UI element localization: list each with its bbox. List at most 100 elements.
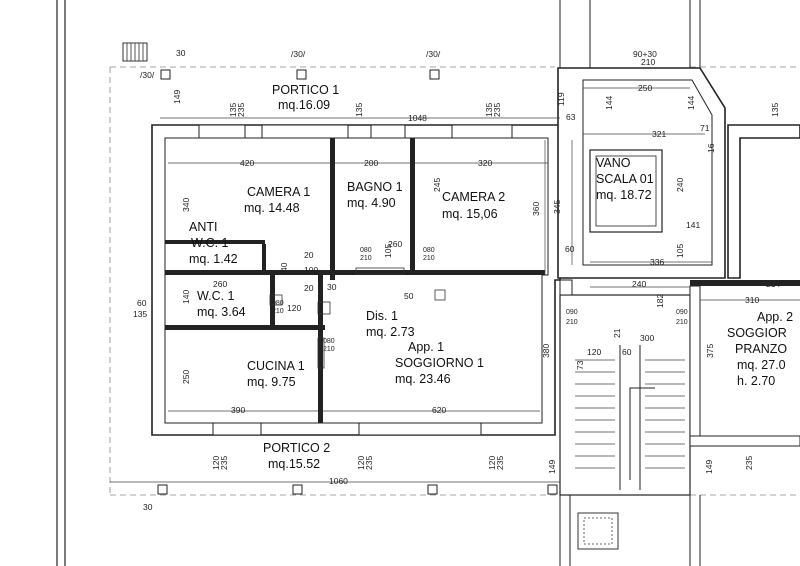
elevator-shaft [589, 149, 663, 233]
room-name-camera-1: CAMERA 1 [247, 185, 310, 199]
wall [689, 285, 701, 437]
dim-label: 63 [566, 112, 576, 122]
room-name-camera-2: CAMERA 2 [442, 190, 505, 204]
room-name-app-1: App. 1 [408, 340, 444, 354]
door-label: 090 [566, 309, 578, 316]
window [370, 124, 406, 139]
dim-label: 135 [354, 103, 364, 117]
window [212, 422, 262, 436]
wall [330, 138, 335, 280]
room-area-camera-1: mq. 14.48 [244, 201, 300, 215]
door-label: 210 [423, 255, 435, 262]
door-label: 210 [323, 346, 335, 353]
wall [270, 275, 275, 325]
dim-label: 214 [766, 279, 780, 289]
dim-label: 375 [705, 344, 715, 358]
wall [689, 435, 800, 447]
room-name-vano: VANO [596, 156, 631, 170]
dim-label: 120 [356, 456, 366, 470]
dim-label: 105 [675, 244, 685, 258]
wall [165, 270, 545, 275]
room-height-app-2: h. 2.70 [737, 374, 775, 388]
dim-label: 240 [675, 178, 685, 192]
dim-label: 120 [211, 456, 221, 470]
pillar [427, 484, 438, 495]
window [198, 124, 246, 139]
grate-icon [122, 42, 148, 62]
dim-label: 120 [487, 456, 497, 470]
dim-label: 1048 [408, 113, 427, 123]
window [451, 124, 513, 139]
dim-label: 235 [236, 103, 246, 117]
dim-label: 30 [176, 48, 186, 58]
dim-label: 30 [327, 282, 337, 292]
room-name-app-2: App. 2 [757, 310, 793, 324]
dim-label: 20 [304, 283, 314, 293]
room-name-pranzo: PRANZO [735, 342, 787, 356]
stair-block-inner [582, 79, 713, 266]
dim-label: 16 [706, 143, 716, 153]
dim-label: 144 [686, 96, 696, 110]
door-label: 080 [360, 247, 372, 254]
door-label: 080 [423, 247, 435, 254]
dim-label: 71 [700, 123, 710, 133]
pillar [296, 69, 307, 80]
dim-label: 60 [565, 244, 575, 254]
dim-label: 119 [556, 92, 566, 106]
pillar [547, 484, 558, 495]
dim-label: 40 [279, 262, 289, 272]
door-label: 210 [360, 255, 372, 262]
right-wall [727, 124, 800, 279]
dim-label: 336 [650, 257, 664, 267]
room-name-wc-1: W.C. 1 [197, 289, 235, 303]
dim-label: 390 [231, 405, 245, 415]
dim-label: 200 [364, 158, 378, 168]
pillar [292, 484, 303, 495]
dim-label: 210 [641, 57, 655, 67]
wall [318, 275, 323, 423]
dim-label: /30/ [291, 49, 306, 59]
dim-label: 321 [652, 129, 666, 139]
dim-label: 149 [547, 460, 557, 474]
window [261, 124, 349, 139]
dim-label: 235 [744, 456, 754, 470]
door-label: 090 [676, 309, 688, 316]
room-name-scala: SCALA 01 [596, 172, 654, 186]
door-swings [269, 267, 446, 369]
dim-label: 240 [632, 279, 646, 289]
room-area-vano: mq. 18.72 [596, 188, 652, 202]
dim-label: 420 [240, 158, 254, 168]
wall [165, 325, 325, 330]
room-area-cucina-1: mq. 9.75 [247, 375, 296, 389]
stair-steps [575, 359, 685, 469]
room-name-dis-1: Dis. 1 [366, 309, 398, 323]
dim-label: 144 [604, 96, 614, 110]
room-name-anti-wc: W.C. 1 [191, 236, 229, 250]
dim-label: 245 [432, 178, 442, 192]
dim-label: 250 [181, 370, 191, 384]
dim-label: 90+30 [633, 49, 657, 59]
dim-label: 235 [495, 456, 505, 470]
pillar [160, 69, 171, 80]
dim-label: 260 [213, 279, 227, 289]
dim-label: 340 [181, 198, 191, 212]
room-name-anti: ANTI [189, 220, 217, 234]
room-area-wc-1: mq. 3.64 [197, 305, 246, 319]
window [358, 422, 482, 436]
wall [262, 244, 266, 270]
dim-label: 60 [137, 298, 147, 308]
dim-label: /30/ [140, 70, 155, 80]
room-name-soggiorno-1: SOGGIORNO 1 [395, 356, 484, 370]
dim-label: 149 [704, 460, 714, 474]
elevator-car [595, 155, 657, 227]
dim-label: 100 [304, 265, 318, 275]
wall [690, 280, 800, 286]
dim-label: 300 [640, 333, 654, 343]
dim-label: 345 [552, 200, 562, 214]
dim-label: 73 [575, 360, 585, 370]
dim-label: 235 [219, 456, 229, 470]
room-area-anti-wc: mq. 1.42 [189, 252, 238, 266]
dim-label: 140 [181, 290, 191, 304]
door-label: 210 [566, 319, 578, 326]
